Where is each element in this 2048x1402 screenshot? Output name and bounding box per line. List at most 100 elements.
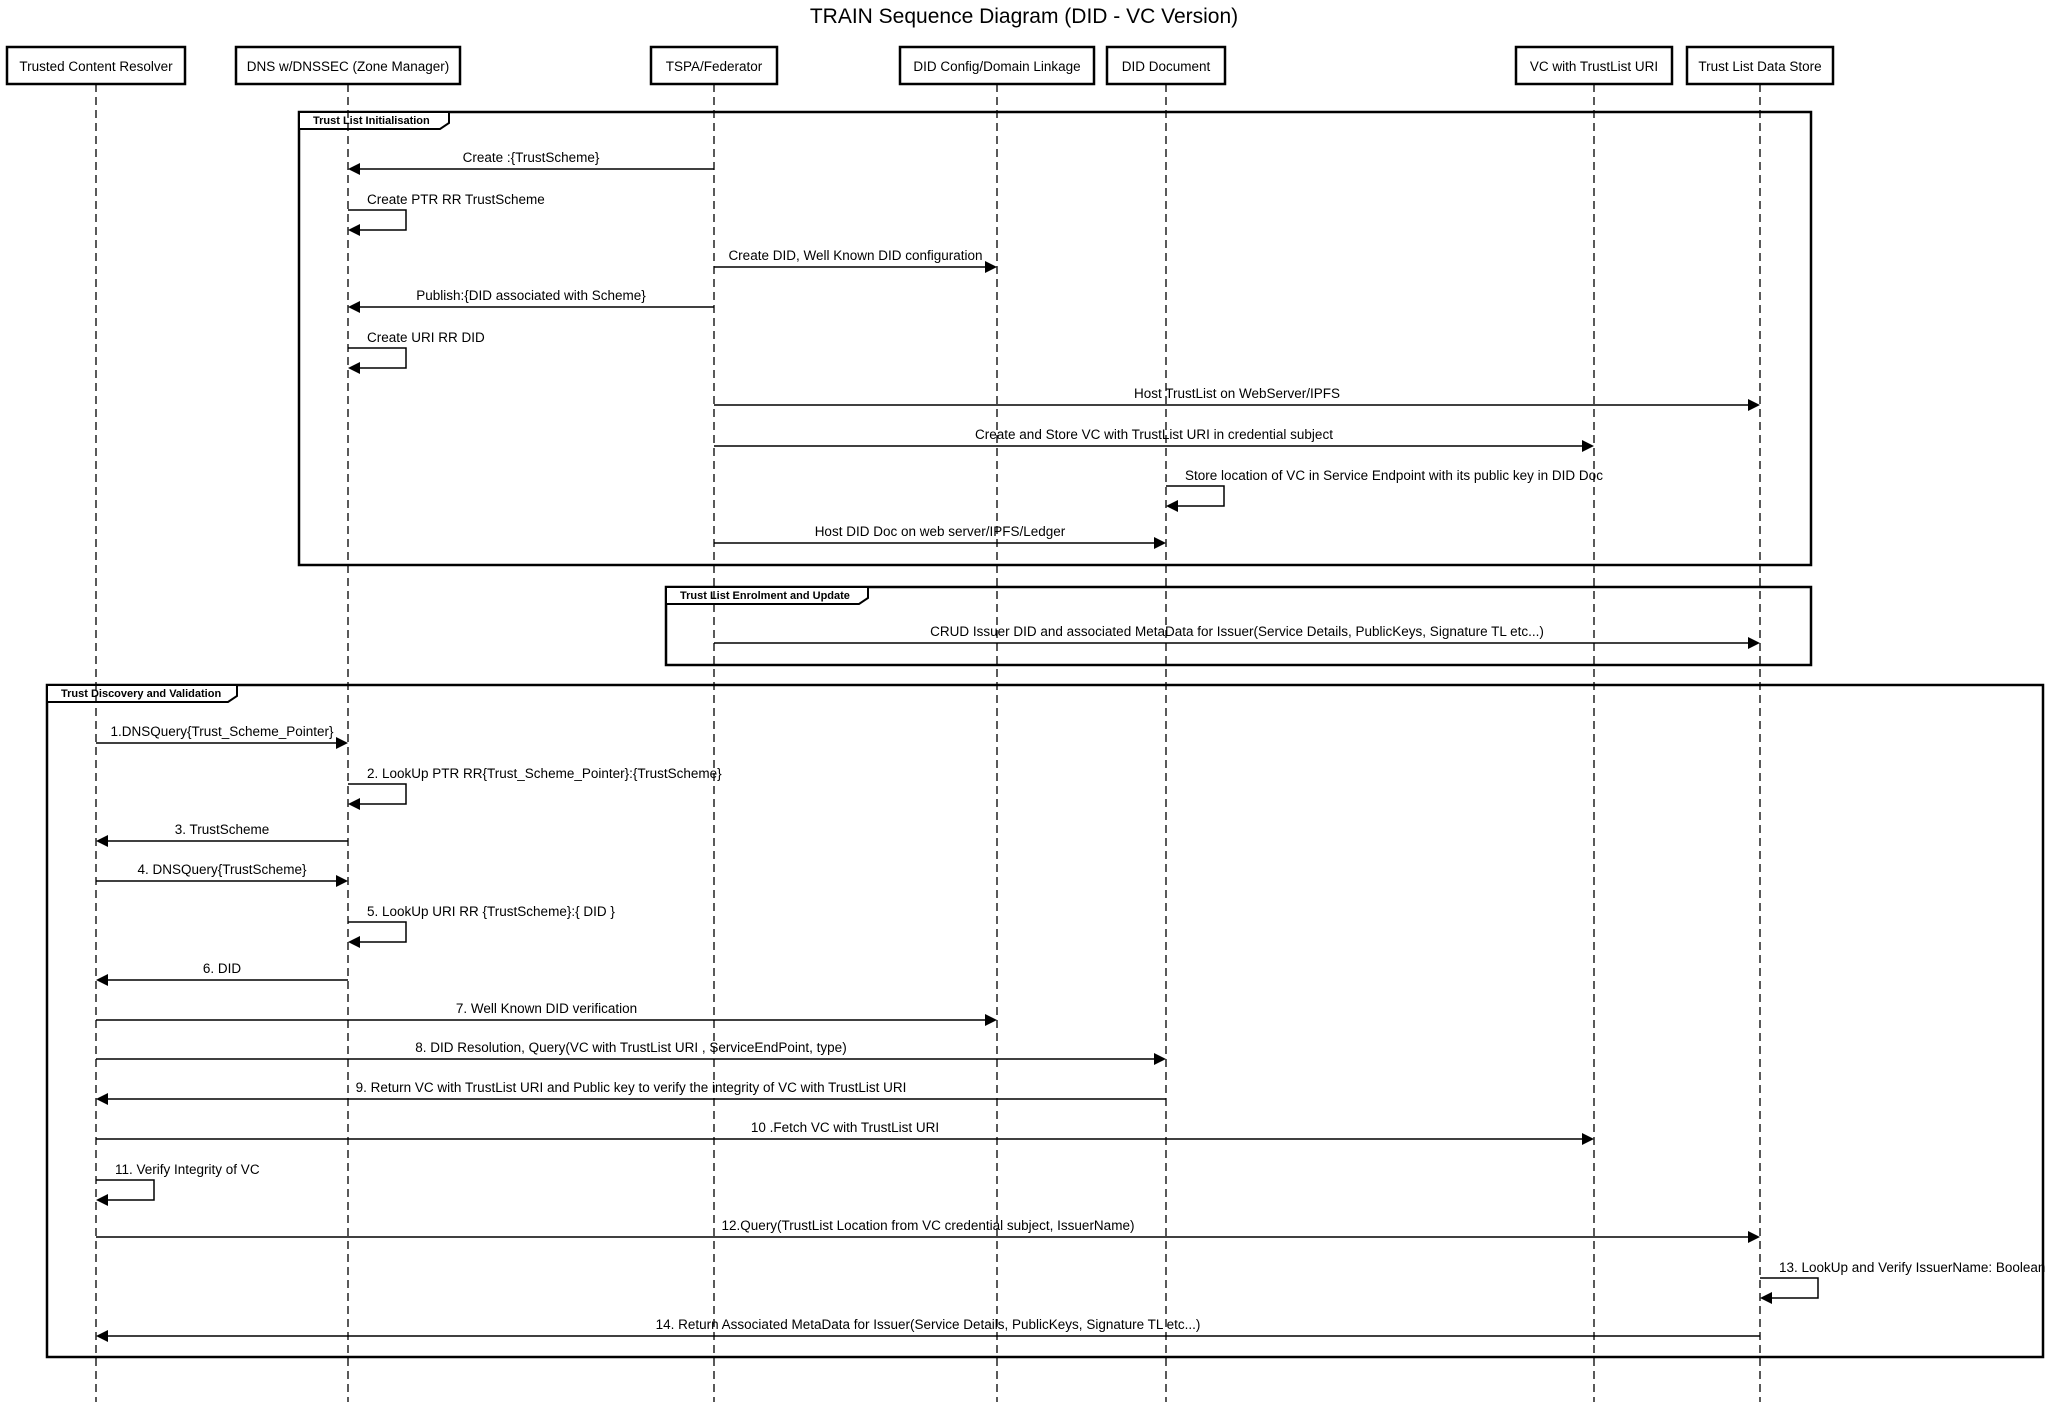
message-label: 9. Return VC with TrustList URI and Publ… — [356, 1080, 907, 1095]
message-label: Create PTR RR TrustScheme — [367, 192, 545, 207]
message: 4. DNSQuery{TrustScheme} — [96, 862, 348, 887]
frame-group: Trust List Initialisation — [297, 110, 1813, 567]
message: 1.DNSQuery{Trust_Scheme_Pointer} — [96, 724, 348, 749]
message: Create :{TrustScheme} — [348, 150, 714, 175]
arrow-head — [985, 261, 997, 273]
participant-box — [234, 45, 462, 86]
participant-label: Trusted Content Resolver — [19, 59, 173, 74]
arrow-head — [96, 1194, 108, 1206]
frame-tab — [46, 684, 238, 703]
message: Create and Store VC with TrustList URI i… — [714, 427, 1594, 452]
message: Store location of VC in Service Endpoint… — [1166, 468, 1603, 512]
message-label: 2. LookUp PTR RR{Trust_Scheme_Pointer}:{… — [367, 766, 722, 781]
message: Host DID Doc on web server/IPFS/Ledger — [714, 524, 1166, 549]
participant: TSPA/Federator — [649, 45, 779, 86]
message-label: Publish:{DID associated with Scheme} — [416, 288, 646, 303]
message: 12.Query(TrustList Location from VC cred… — [96, 1218, 1760, 1243]
self-message-line — [96, 1179, 155, 1201]
message-label: Host TrustList on WebServer/IPFS — [1134, 386, 1340, 401]
arrow-head — [348, 936, 360, 948]
message-label: Create :{TrustScheme} — [463, 150, 600, 165]
message-label: 8. DID Resolution, Query(VC with TrustLi… — [415, 1040, 846, 1055]
frame-label: Trust List Enrolment and Update — [680, 590, 850, 602]
arrow-head — [1154, 537, 1166, 549]
message-label: 13. LookUp and Verify IssuerName: Boolea… — [1779, 1260, 2045, 1275]
frame-box — [297, 110, 1813, 567]
participant-box — [1685, 45, 1835, 86]
arrow-head — [1748, 399, 1760, 411]
message: CRUD Issuer DID and associated MetaData … — [714, 624, 1760, 649]
participants-layer: Trusted Content Resolver DNS w/DNSSEC (Zo… — [5, 45, 1835, 86]
arrow-head — [348, 224, 360, 236]
participant-box — [1105, 45, 1227, 86]
arrow-head — [96, 1093, 108, 1105]
messages-layer: Create :{TrustScheme} Create PTR RR Trust… — [96, 150, 2045, 1342]
participant-box — [5, 45, 187, 86]
frame-tab — [298, 111, 450, 130]
participant-label: DNS w/DNSSEC (Zone Manager) — [247, 59, 450, 74]
arrow-head — [96, 1330, 108, 1342]
message: 14. Return Associated MetaData for Issue… — [96, 1317, 1760, 1342]
arrow-head — [336, 737, 348, 749]
arrow-head — [1582, 440, 1594, 452]
participant-label: VC with TrustList URI — [1530, 59, 1658, 74]
message: 10 .Fetch VC with TrustList URI — [96, 1120, 1594, 1145]
message-label: 3. TrustScheme — [175, 822, 270, 837]
frame-box — [45, 683, 2045, 1359]
message-label: 12.Query(TrustList Location from VC cred… — [722, 1218, 1135, 1233]
participant-box — [1514, 45, 1674, 86]
participant: DID Config/Domain Linkage — [898, 45, 1096, 86]
arrow-head — [96, 974, 108, 986]
arrow-head — [1748, 1231, 1760, 1243]
participant-label: TSPA/Federator — [666, 59, 763, 74]
participant-label: Trust List Data Store — [1698, 59, 1821, 74]
frame-group: Trust Discovery and Validation — [45, 683, 2045, 1359]
arrow-head — [96, 835, 108, 847]
arrow-head — [348, 163, 360, 175]
participant-box — [898, 45, 1096, 86]
message-label: 5. LookUp URI RR {TrustScheme}:{ DID } — [367, 904, 615, 919]
message-label: Create DID, Well Known DID configuration — [728, 248, 982, 263]
arrow-head — [985, 1014, 997, 1026]
frame-label: Trust List Initialisation — [313, 115, 430, 127]
frame-label: Trust Discovery and Validation — [61, 688, 221, 700]
participant-box — [649, 45, 779, 86]
arrow-head — [348, 798, 360, 810]
participant-label: DID Config/Domain Linkage — [913, 59, 1080, 74]
message-label: Store location of VC in Service Endpoint… — [1185, 468, 1603, 483]
diagram-title: TRAIN Sequence Diagram (DID - VC Version… — [810, 5, 1238, 28]
message: 7. Well Known DID verification — [96, 1001, 997, 1026]
message: Create URI RR DID — [348, 330, 485, 374]
message: 5. LookUp URI RR {TrustScheme}:{ DID } — [348, 904, 615, 948]
participant-label: DID Document — [1122, 59, 1211, 74]
message-label: Create and Store VC with TrustList URI i… — [975, 427, 1333, 442]
arrow-head — [348, 301, 360, 313]
arrow-head — [1760, 1292, 1772, 1304]
participant: Trusted Content Resolver — [5, 45, 187, 86]
message: 13. LookUp and Verify IssuerName: Boolea… — [1760, 1260, 2045, 1304]
message: 8. DID Resolution, Query(VC with TrustLi… — [96, 1040, 1166, 1065]
message: 3. TrustScheme — [96, 822, 348, 847]
participant: DID Document — [1105, 45, 1227, 86]
message: 9. Return VC with TrustList URI and Publ… — [96, 1080, 1166, 1105]
arrow-head — [1154, 1053, 1166, 1065]
message: 2. LookUp PTR RR{Trust_Scheme_Pointer}:{… — [348, 766, 722, 810]
self-message-line — [1166, 485, 1225, 507]
message-label: Host DID Doc on web server/IPFS/Ledger — [815, 524, 1066, 539]
message: Host TrustList on WebServer/IPFS — [714, 386, 1760, 411]
message-label: 4. DNSQuery{TrustScheme} — [137, 862, 307, 877]
message-label: 11. Verify Integrity of VC — [115, 1162, 260, 1177]
arrow-head — [336, 875, 348, 887]
message: Create DID, Well Known DID configuration — [714, 248, 997, 273]
message: Create PTR RR TrustScheme — [348, 192, 545, 236]
message: 11. Verify Integrity of VC — [96, 1162, 260, 1206]
self-message-line — [348, 347, 407, 369]
participant: VC with TrustList URI — [1514, 45, 1674, 86]
arrow-head — [348, 362, 360, 374]
message: Publish:{DID associated with Scheme} — [348, 288, 714, 313]
participant: DNS w/DNSSEC (Zone Manager) — [234, 45, 462, 86]
participant: Trust List Data Store — [1685, 45, 1835, 86]
arrow-head — [1166, 500, 1178, 512]
message-label: CRUD Issuer DID and associated MetaData … — [930, 624, 1544, 639]
